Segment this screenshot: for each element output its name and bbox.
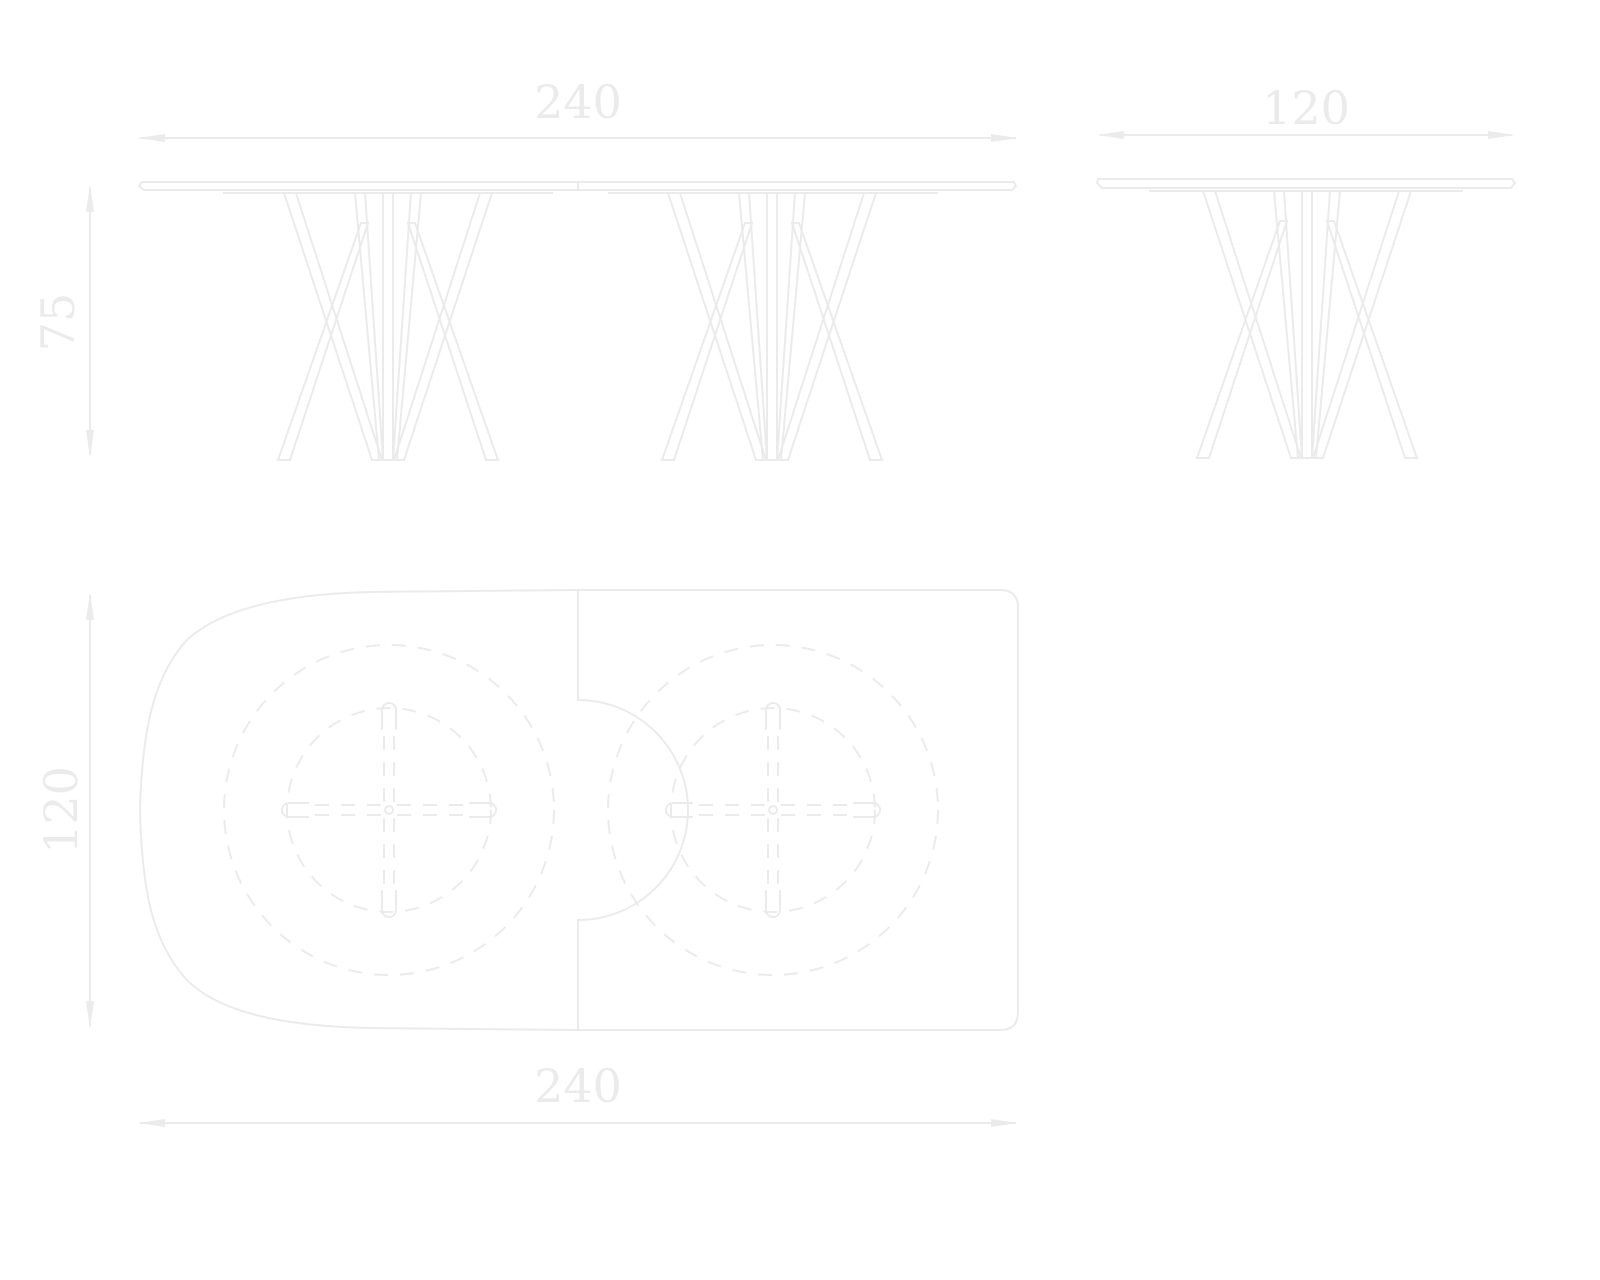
outer-dashed-circle [223, 644, 555, 976]
leg-strut [406, 222, 500, 461]
leg-strut [776, 192, 878, 461]
base-arm [381, 702, 397, 802]
side-tabletop [1095, 178, 1517, 192]
outer-dashed-circle [607, 644, 939, 976]
arm-foot [853, 802, 881, 818]
plan-depth-dimension: 120 [34, 592, 94, 1029]
base-arm [765, 702, 781, 802]
plan-depth-label: 120 [34, 766, 88, 854]
leg-strut [660, 222, 754, 461]
arm-foot [281, 802, 309, 818]
plan-right-tabletop [577, 589, 1019, 1031]
arm-foot [765, 702, 781, 730]
front-view: 240 75 [31, 75, 1419, 461]
leg-base [276, 192, 500, 461]
front-height-dimension: 75 [31, 184, 94, 458]
leg-strut [775, 192, 807, 461]
center-hub [384, 805, 394, 815]
side-width-label: 120 [1262, 81, 1350, 135]
base-arm [281, 802, 381, 818]
plan-view: 120 240 [34, 589, 1019, 1127]
side-view: 120 [1095, 81, 1517, 192]
arm-foot [381, 890, 397, 918]
arm-foot [469, 802, 497, 818]
front-width-label: 240 [534, 75, 622, 129]
inner-dashed-circle [286, 707, 492, 913]
leg-strut [391, 192, 423, 461]
base-arm [665, 802, 765, 818]
arm-foot [665, 802, 693, 818]
front-height-label: 75 [31, 293, 85, 352]
base-arm [397, 802, 497, 818]
base-arm [381, 818, 397, 918]
front-width-dimension: 240 [138, 75, 1018, 142]
arm-foot [765, 890, 781, 918]
plan-width-dimension: 240 [138, 1059, 1018, 1127]
leg-strut [1195, 220, 1289, 459]
leg-strut [1325, 220, 1419, 459]
arm-foot [381, 702, 397, 730]
leg-base [660, 192, 884, 461]
inner-dashed-circle [670, 707, 876, 913]
plan-leg-bases [223, 644, 939, 976]
leg-strut [766, 192, 778, 461]
leg-strut [1301, 190, 1313, 459]
leg-strut [276, 222, 370, 461]
leg-strut [382, 192, 394, 461]
front-legs [276, 190, 1419, 461]
plan-leg-base [223, 644, 555, 976]
plan-width-label: 240 [534, 1059, 622, 1113]
base-arm [781, 802, 881, 818]
leg-strut [392, 192, 494, 461]
plan-left-tabletop [138, 589, 579, 1031]
front-tabletop [137, 181, 1018, 194]
leg-base [1195, 190, 1419, 459]
center-hub [768, 805, 778, 815]
side-width-dimension: 120 [1097, 81, 1515, 139]
leg-strut [790, 222, 884, 461]
base-arm [765, 818, 781, 918]
plan-leg-base [607, 644, 939, 976]
